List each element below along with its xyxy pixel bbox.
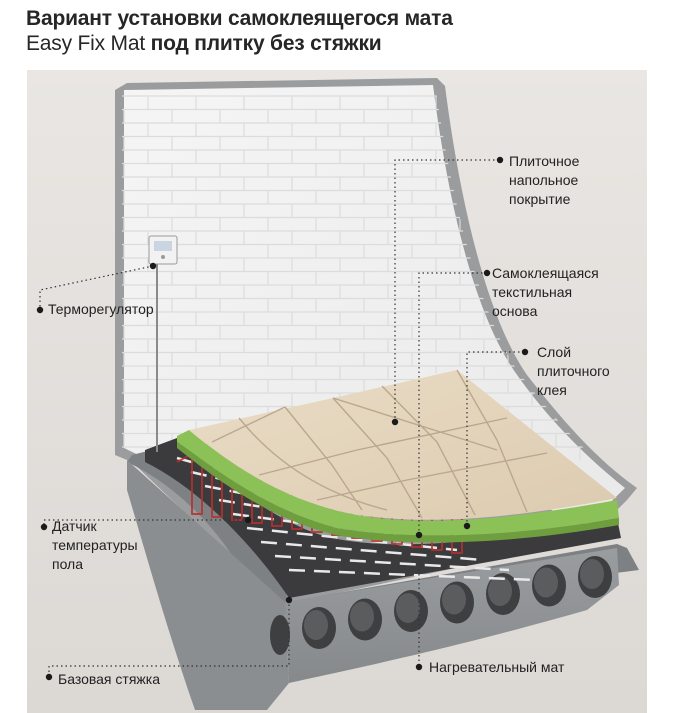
hollow-core-inner bbox=[396, 593, 420, 623]
hollow-core bbox=[270, 615, 290, 655]
hollow-core-inner bbox=[580, 559, 604, 589]
label-tile-covering: Плиточное напольное покрытие bbox=[509, 153, 580, 207]
hollow-core-inner bbox=[350, 601, 374, 632]
mat-mesh-stripe bbox=[232, 512, 432, 542]
installation-illustration bbox=[27, 70, 647, 713]
callout-dots bbox=[36, 156, 529, 681]
slab-hollow-cores bbox=[270, 556, 612, 655]
mat-mesh-stripe bbox=[274, 554, 510, 572]
label-heating-mat: Нагревательный мат bbox=[429, 659, 565, 675]
base-screed-side bbox=[127, 460, 289, 710]
mat-mesh-stripe bbox=[260, 540, 484, 562]
heading-subtitle: под плитку без стяжки bbox=[150, 32, 382, 55]
label-floor-sensor: Датчик температуры пола bbox=[52, 518, 138, 572]
heading-line-1: Вариант установки самоклеящегося мата bbox=[26, 7, 453, 30]
hollow-core-inner bbox=[304, 610, 328, 640]
label-thermostat: Терморегулятор bbox=[48, 301, 154, 317]
heating-mat-layer bbox=[145, 438, 621, 598]
tile-grout-lines bbox=[211, 369, 548, 519]
callout-leaders bbox=[39, 159, 525, 677]
hollow-core-inner bbox=[442, 584, 466, 615]
label-base-screed: Базовая стяжка bbox=[58, 671, 160, 687]
heading-line-2: Easy Fix Mat под плитку без стяжки bbox=[26, 31, 666, 56]
mat-mesh-stripe bbox=[288, 568, 536, 582]
adhesive-edge bbox=[177, 442, 619, 543]
adhesive-layer bbox=[177, 430, 619, 536]
thermostat-icon bbox=[148, 235, 178, 452]
label-self-adhesive-base: Самоклеящаяся текстильная основа bbox=[492, 265, 599, 319]
heading: Вариант установки самоклеящегося мата Ea… bbox=[26, 6, 666, 56]
hollow-core-inner bbox=[534, 567, 558, 598]
heading-product-name: Easy Fix Mat bbox=[26, 32, 145, 55]
label-tile-adhesive: Слой плиточного клея bbox=[537, 344, 610, 398]
tile-surface bbox=[189, 370, 617, 520]
hollow-core-inner bbox=[488, 576, 512, 606]
